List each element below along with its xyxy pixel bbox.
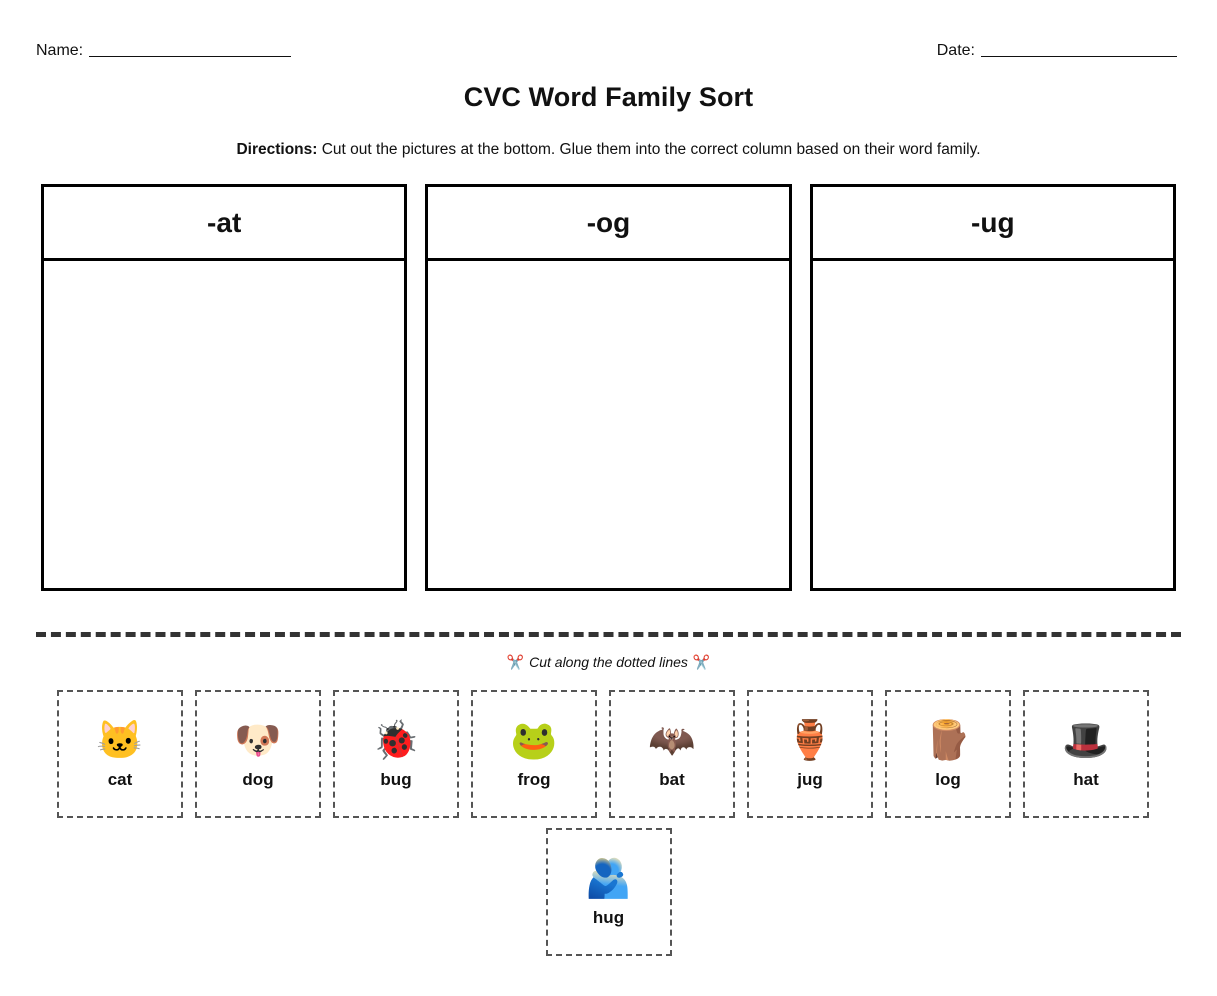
sort-columns: -at -og -ug bbox=[41, 184, 1176, 591]
date-label: Date: bbox=[936, 42, 975, 59]
cut-instruction: ✂️Cut along the dotted lines✂️ bbox=[0, 654, 1217, 671]
wood-log-icon: 🪵 bbox=[924, 720, 972, 762]
sort-column-og-dropzone[interactable] bbox=[428, 261, 788, 588]
cutout-card-bug[interactable]: 🐞 bug bbox=[333, 690, 459, 818]
cutout-card-cat[interactable]: 🐱 cat bbox=[57, 690, 183, 818]
cutout-card-bat[interactable]: 🦇 bat bbox=[609, 690, 735, 818]
scissors-icon-left: ✂️ bbox=[506, 654, 525, 670]
page-title: CVC Word Family Sort bbox=[463, 82, 754, 112]
frog-face-icon: 🐸 bbox=[510, 720, 558, 762]
cutout-card-jug[interactable]: 🏺 jug bbox=[747, 690, 873, 818]
directions-line: Directions: Cut out the pictures at the … bbox=[0, 141, 1217, 159]
sort-column-at-header: -at bbox=[44, 187, 405, 261]
sort-column-og-header: -og bbox=[428, 187, 789, 261]
cutout-card-log-label: log bbox=[935, 770, 961, 789]
name-label: Name: bbox=[36, 42, 84, 59]
date-field-group: Date: bbox=[937, 42, 1177, 60]
scissors-icon-right: ✂️ bbox=[692, 654, 711, 670]
cutout-card-jug-label: jug bbox=[797, 770, 823, 789]
cut-dashed-divider bbox=[36, 632, 1181, 637]
cutout-card-hat-label: hat bbox=[1073, 770, 1099, 789]
directions-label: Directions: bbox=[236, 141, 318, 158]
cutout-card-bat-label: bat bbox=[659, 770, 685, 789]
sort-column-og[interactable]: -og bbox=[425, 184, 792, 591]
cutout-cards-row-2: 🫂 hug bbox=[0, 828, 1217, 956]
sort-column-at-dropzone[interactable] bbox=[44, 261, 404, 588]
top-hat-icon: 🎩 bbox=[1062, 720, 1110, 762]
sort-column-at[interactable]: -at bbox=[41, 184, 408, 591]
directions-text: Cut out the pictures at the bottom. Glue… bbox=[317, 141, 981, 158]
cutout-card-dog[interactable]: 🐶 dog bbox=[195, 690, 321, 818]
cutout-cards-row-1: 🐱 cat 🐶 dog 🐞 bug 🐸 frog 🦇 bat 🏺 jug 🪵 l… bbox=[57, 690, 1162, 818]
cutout-card-frog-label: frog bbox=[517, 770, 551, 789]
cutout-card-cat-label: cat bbox=[107, 770, 133, 789]
date-write-line[interactable] bbox=[981, 56, 1177, 57]
cutout-card-bug-label: bug bbox=[380, 770, 412, 789]
name-field-group: Name: bbox=[36, 42, 292, 60]
sort-column-ug-dropzone[interactable] bbox=[813, 261, 1173, 588]
dog-face-icon: 🐶 bbox=[234, 720, 282, 762]
cat-face-icon: 🐱 bbox=[96, 720, 144, 762]
name-date-row: Name: Date: bbox=[36, 36, 1177, 60]
cut-instruction-text: Cut along the dotted lines bbox=[529, 654, 688, 670]
ladybug-icon: 🐞 bbox=[372, 720, 420, 762]
people-hugging-icon: 🫂 bbox=[584, 858, 633, 900]
sort-column-at-label: -at bbox=[207, 206, 242, 238]
bat-icon: 🦇 bbox=[648, 720, 696, 762]
cutout-card-hat[interactable]: 🎩 hat bbox=[1023, 690, 1149, 818]
sort-column-ug-label: -ug bbox=[971, 206, 1015, 238]
amphora-jug-icon: 🏺 bbox=[786, 720, 834, 762]
sort-column-ug[interactable]: -ug bbox=[809, 184, 1176, 591]
name-write-line[interactable] bbox=[89, 56, 292, 57]
cutout-card-dog-label: dog bbox=[242, 770, 274, 789]
sort-column-ug-header: -ug bbox=[812, 187, 1173, 261]
sort-column-og-label: -og bbox=[586, 206, 631, 238]
cutout-card-log[interactable]: 🪵 log bbox=[885, 690, 1011, 818]
cutout-card-hug-label: hug bbox=[592, 908, 625, 927]
cutout-card-frog[interactable]: 🐸 frog bbox=[471, 690, 597, 818]
cutout-card-hug[interactable]: 🫂 hug bbox=[545, 828, 672, 956]
